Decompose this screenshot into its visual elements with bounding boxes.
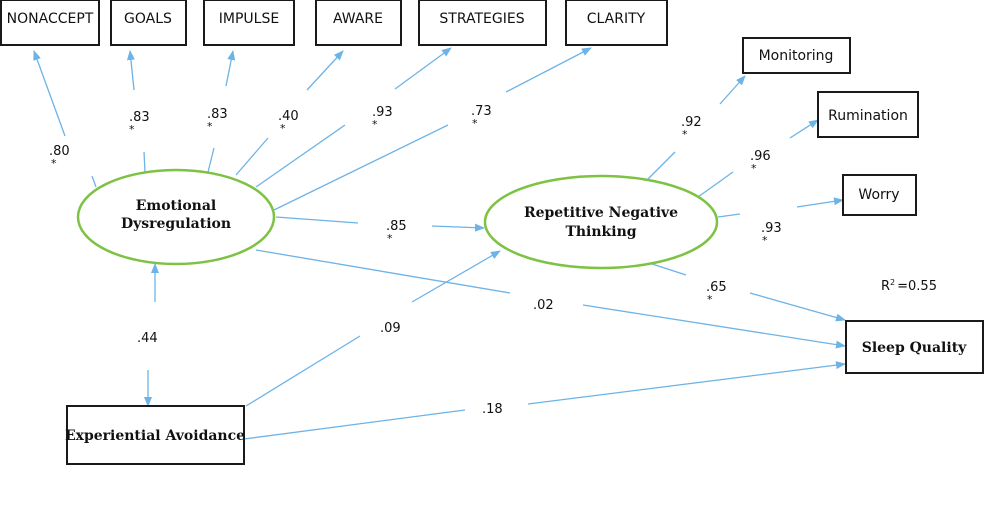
- coef-ed-rnt: .85: [386, 219, 407, 234]
- edge-ed-clarity-upper: [505, 47, 592, 93]
- coef-rnt-rumination: .96: [750, 149, 771, 164]
- coef-ed-clarity: .73: [471, 104, 492, 119]
- edge-rnt-monitoring-lower: [646, 151, 676, 181]
- edge-ed-sleep-left: [255, 249, 511, 294]
- edge-ed-rnt-right: [431, 223, 485, 232]
- node-strategies-label: STRATEGIES: [439, 11, 524, 27]
- edge-ed-strategies-lower: [255, 124, 346, 188]
- edge-ea-rnt-upper: [411, 250, 501, 303]
- sig-rnt-sleep: *: [707, 293, 713, 306]
- node-impulse-box: [203, 0, 295, 46]
- sig-ed-aware: *: [280, 122, 286, 135]
- node-nonaccept-label: NONACCEPT: [7, 11, 94, 27]
- coef-rnt-monitoring: .92: [681, 115, 702, 130]
- edge-ed-impulse-lower: [207, 147, 215, 173]
- sig-ed-nonaccept: *: [51, 157, 57, 170]
- sig-ed-rnt: *: [387, 232, 393, 245]
- edge-ed-clarity-lower: [273, 124, 449, 211]
- coef-ea-sleep: .18: [482, 402, 503, 417]
- edge-ed-aware-upper: [306, 50, 344, 91]
- node-emotional-dysregulation-label-line1: Emotional: [136, 198, 217, 214]
- coef-ea-rnt: .09: [380, 321, 401, 336]
- node-rumination-label: Rumination: [828, 108, 908, 124]
- coef-ed-impulse: .83: [207, 107, 228, 122]
- node-clarity-label: CLARITY: [587, 11, 646, 27]
- indicator-boxes: NONACCEPT GOALS IMPULSE AWARE STRATEGIES…: [0, 0, 919, 216]
- edge-ed-nonaccept-lower: [91, 175, 97, 188]
- node-experiential-avoidance-box: [66, 405, 245, 465]
- edge-ed-impulse-upper: [225, 50, 236, 87]
- node-aware-label: AWARE: [333, 11, 383, 27]
- sig-rnt-rumination: *: [751, 162, 757, 175]
- node-aware-box: [315, 0, 402, 46]
- edge-rnt-worry-lower: [717, 213, 741, 218]
- node-worry-box: [842, 174, 917, 216]
- edge-ea-sleep-right: [527, 361, 846, 405]
- edge-rnt-rumination-upper: [789, 119, 819, 139]
- coef-ed-strategies: .93: [372, 105, 393, 120]
- coef-ea-ed: .44: [137, 331, 158, 346]
- edge-ed-rnt-left: [275, 216, 359, 224]
- edge-ed-goals-upper: [126, 50, 135, 91]
- node-nonaccept-box: [0, 0, 100, 46]
- edge-ed-strategies-upper: [394, 47, 452, 90]
- node-sleep-quality-label: Sleep Quality: [862, 340, 967, 356]
- coef-ed-sleep: .02: [533, 298, 554, 313]
- main-boxes: Sleep Quality Experiential Avoidance: [65, 320, 984, 465]
- node-experiential-avoidance-label: Experiential Avoidance: [65, 428, 245, 444]
- coef-ed-nonaccept: .80: [49, 144, 70, 159]
- node-emotional-dysregulation-label-line2: Dysregulation: [121, 216, 231, 232]
- sig-ed-goals: *: [129, 123, 135, 136]
- sig-ed-impulse: *: [207, 120, 213, 133]
- node-repetitive-negative-thinking-ellipse: [483, 174, 719, 270]
- node-sleep-quality-box: [845, 320, 984, 374]
- path-coefficients: .80 * .83 * .83 * .40 * .93 * .73 * .92 …: [49, 104, 782, 417]
- coef-ed-aware: .40: [278, 109, 299, 124]
- edges: [33, 47, 846, 440]
- node-emotional-dysregulation-ellipse: [76, 168, 276, 266]
- node-monitoring-box: [742, 37, 851, 74]
- node-worry-label: Worry: [858, 187, 899, 203]
- node-goals-label: GOALS: [124, 11, 172, 27]
- edge-ea-sleep-left: [243, 409, 466, 440]
- edge-ed-goals-lower: [143, 151, 146, 173]
- edge-ea-rnt-lower: [245, 335, 361, 407]
- node-repetitive-negative-thinking-label-line2: Thinking: [565, 224, 636, 240]
- edge-ed-sleep-right: [582, 304, 846, 349]
- edge-ed-aware-lower: [235, 137, 269, 176]
- r-squared-label: R2=0.55: [881, 278, 937, 294]
- node-goals-box: [110, 0, 187, 46]
- node-repetitive-negative-thinking-label-line1: Repetitive Negative: [524, 205, 678, 221]
- node-impulse-label: IMPULSE: [219, 11, 279, 27]
- node-monitoring-label: Monitoring: [759, 48, 834, 64]
- edge-rnt-rumination-lower: [697, 171, 734, 198]
- edge-rnt-monitoring-upper: [719, 75, 746, 105]
- node-clarity-box: [565, 0, 668, 46]
- edge-rnt-sleep-right: [749, 292, 846, 322]
- edge-rnt-worry-upper: [796, 197, 844, 208]
- node-strategies-box: [418, 0, 547, 46]
- coef-ed-goals: .83: [129, 110, 150, 125]
- sig-ed-clarity: *: [472, 117, 478, 130]
- node-rumination-box: [817, 91, 919, 138]
- coef-rnt-sleep: .65: [706, 280, 727, 295]
- edge-ed-nonaccept-upper: [33, 50, 66, 137]
- latent-nodes: Emotional Dysregulation Repetitive Negat…: [76, 168, 719, 270]
- sig-rnt-monitoring: *: [682, 128, 688, 141]
- sig-ed-strategies: *: [372, 118, 378, 131]
- sig-rnt-worry: *: [762, 234, 768, 247]
- coef-rnt-worry: .93: [761, 221, 782, 236]
